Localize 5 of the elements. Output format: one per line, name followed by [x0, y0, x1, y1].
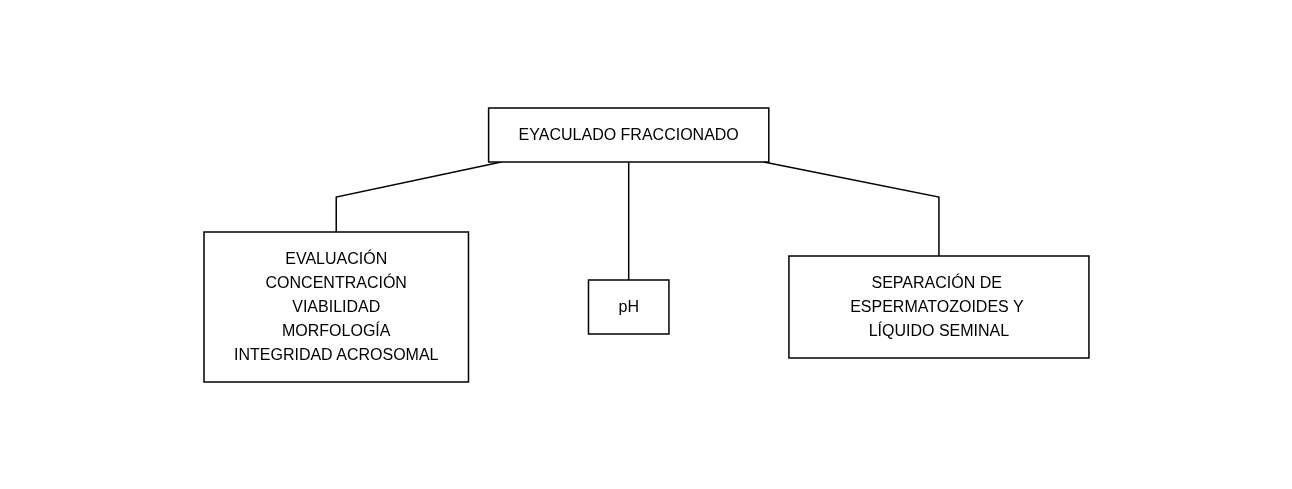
- node-box: EVALUACIÓN CONCENTRACIÓN VIABILIDAD MORFOLOGÍA INTEGRIDAD ACROSOMAL: [202, 230, 469, 383]
- node-box: pH: [587, 278, 670, 335]
- connector: [627, 160, 629, 281]
- node-box: EYACULADO FRACCIONADO: [487, 106, 770, 163]
- node-box: SEPARACIÓN DE ESPERMATOZOIDES Y LÍQUIDO SEMINAL: [787, 254, 1090, 359]
